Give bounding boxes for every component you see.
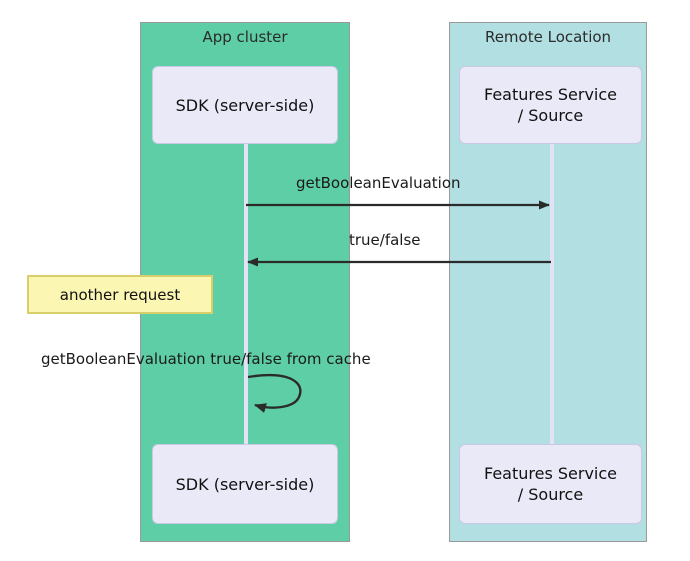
lifeline-features-service	[550, 144, 554, 444]
participant-sdk-bottom[interactable]: SDK (server-side)	[152, 444, 338, 524]
group-remote-location-title: Remote Location	[484, 28, 612, 46]
lifeline-sdk	[244, 144, 248, 444]
message-label-true-false: true/false	[349, 231, 421, 249]
note-another-request: another request	[27, 275, 213, 314]
participant-features-service-top[interactable]: Features Service / Source	[459, 66, 642, 144]
participant-features-service-bottom[interactable]: Features Service / Source	[459, 444, 642, 524]
participant-sdk-top[interactable]: SDK (server-side)	[152, 66, 338, 144]
message-label-from-cache: getBooleanEvaluation true/false from cac…	[41, 350, 371, 368]
group-app-cluster-title: App cluster	[202, 28, 288, 46]
message-label-get-boolean-evaluation: getBooleanEvaluation	[296, 174, 461, 192]
